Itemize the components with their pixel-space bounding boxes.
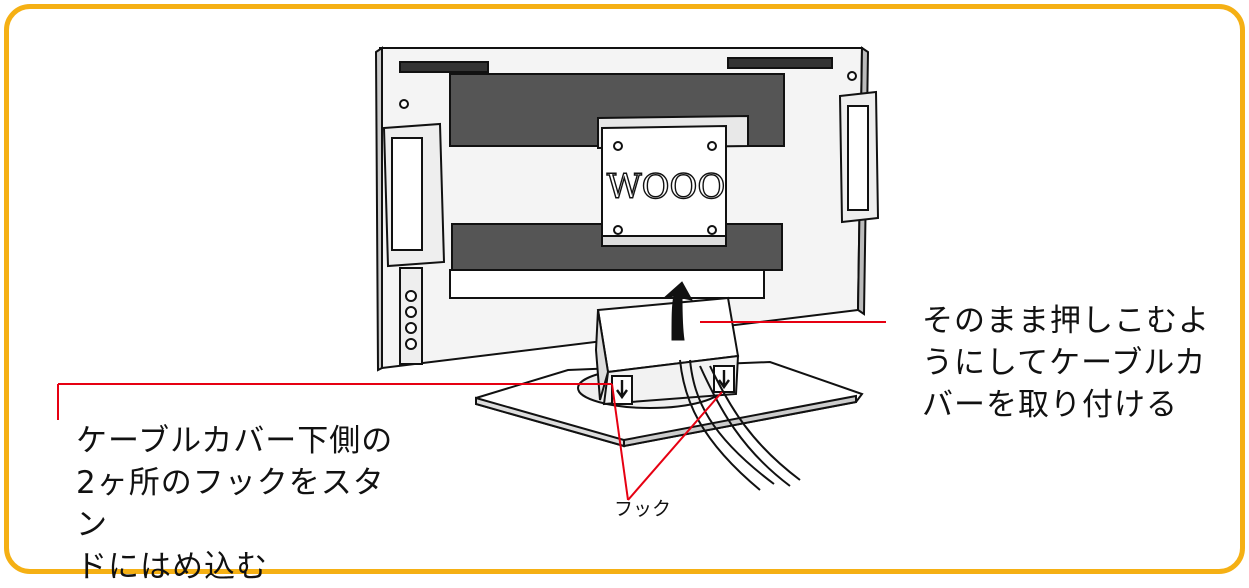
hook-label: フック: [614, 498, 672, 520]
wall-mount-plate: [601, 124, 727, 248]
cables: [679, 359, 801, 491]
hook-instruction: ケーブルカバー下側の 2ヶ所のフックをスタン ドにはめ込む: [76, 423, 394, 585]
push-arrow: [662, 281, 693, 341]
tv-rear-illustration: WOOO: [57, 46, 886, 501]
brand-logo: WOOO: [607, 167, 726, 207]
cable-cover: [594, 296, 740, 406]
leader-lines: [57, 321, 886, 501]
push-in-instruction: そのまま押しこむよ うにしてケーブルカ バーを取り付ける: [922, 303, 1210, 423]
